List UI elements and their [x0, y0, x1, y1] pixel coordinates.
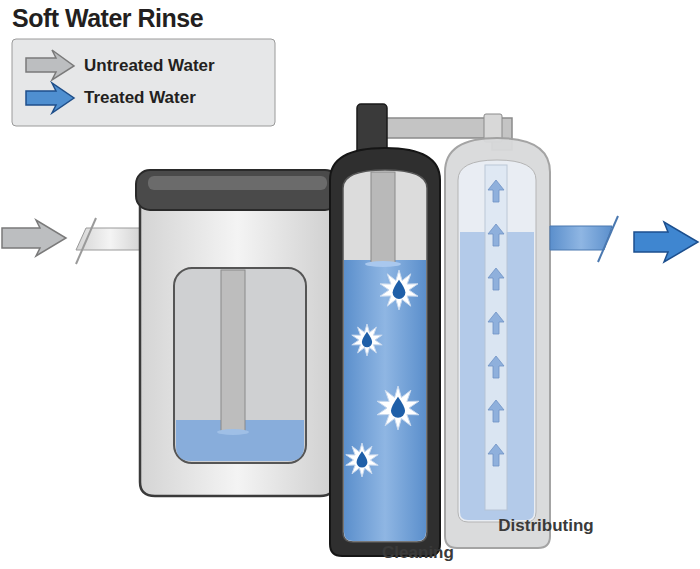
sparkle	[352, 324, 382, 356]
flow-arrow	[488, 180, 504, 202]
part-label: Cleaning	[382, 543, 454, 563]
brine-lid	[136, 170, 339, 210]
flow-arrow	[488, 312, 504, 334]
flow-arrow	[488, 444, 504, 466]
cleaning-water	[344, 260, 426, 541]
sparkle	[377, 386, 419, 430]
outlet-pipe	[550, 226, 612, 250]
cleaning-tank	[330, 148, 440, 556]
untreated-arrow-sample	[26, 50, 74, 80]
outlet-arrow	[634, 222, 698, 262]
brine-window	[174, 268, 306, 463]
flow-arrows	[488, 180, 504, 466]
legend-label: Untreated Water	[84, 56, 215, 76]
sparkle	[346, 443, 378, 477]
flow-arrow	[488, 356, 504, 378]
treated-arrow-sample	[26, 83, 74, 113]
water-drop	[393, 280, 406, 299]
distributing-tank	[445, 138, 550, 548]
water-drop	[362, 332, 372, 347]
legend-panel	[12, 39, 275, 126]
inlet-arrow	[2, 220, 66, 256]
tube-ripple	[365, 261, 401, 267]
brine-tank	[140, 195, 335, 496]
part-label: Distributing	[498, 516, 593, 536]
flow-arrow	[488, 224, 504, 246]
water-drop	[357, 451, 368, 467]
cleaning-sparkles	[346, 270, 419, 477]
diagram-title: Soft Water Rinse	[12, 4, 203, 33]
legend-label: Treated Water	[84, 88, 196, 108]
cleaning-window	[343, 170, 427, 542]
brine-tube	[221, 270, 245, 432]
pipe-break	[598, 216, 618, 262]
water-drop	[391, 397, 405, 418]
pipe-break	[76, 218, 96, 264]
lid-rim	[148, 176, 327, 190]
sparkle	[380, 270, 418, 310]
flow-arrow	[488, 268, 504, 290]
distributor-tube	[485, 165, 507, 510]
riser-tube	[371, 172, 395, 264]
flow-arrow	[488, 400, 504, 422]
distributing-window	[458, 160, 536, 522]
tube-ripple	[217, 429, 249, 435]
